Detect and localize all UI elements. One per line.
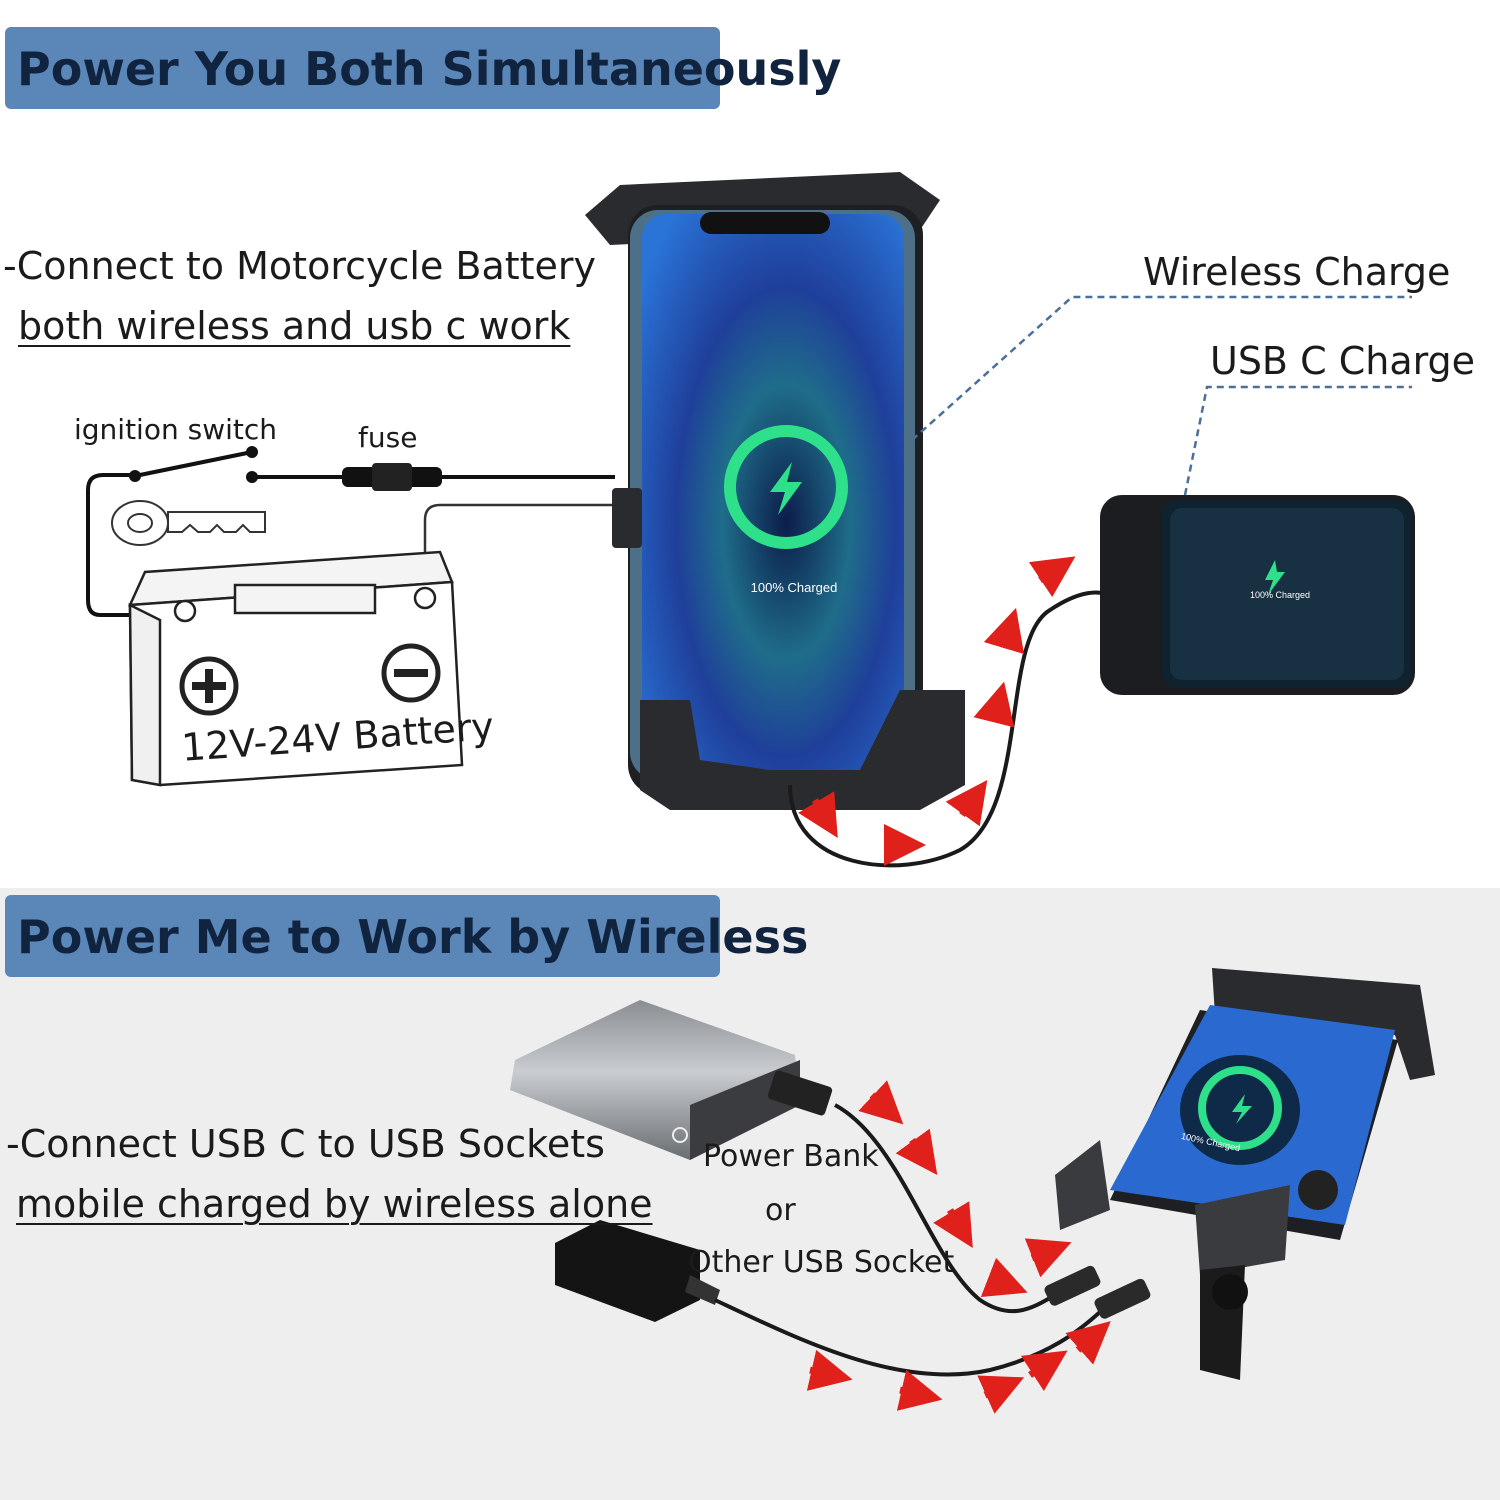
switch-contacts-icon [129, 446, 258, 483]
phone-charged-label: 100% Charged [751, 580, 838, 595]
battery-icon [127, 550, 464, 787]
flow-arrows-top [798, 556, 1076, 866]
phone-mount-bottom [1055, 968, 1435, 1380]
top-desc-line2: both wireless and usb c work [18, 304, 571, 348]
usbc-cable [788, 590, 1112, 868]
usb-adapter-icon [555, 1220, 720, 1322]
camera-charged-label: 100% Charged [1250, 590, 1310, 600]
action-camera [1100, 495, 1415, 695]
power-bank-icon [510, 1000, 833, 1160]
bottom-desc-line2: mobile charged by wireless alone [16, 1182, 653, 1226]
phone-mount-top [585, 172, 965, 810]
usbc-charge-label: USB C Charge [1210, 339, 1476, 383]
fuse-icon [342, 463, 442, 491]
bottom-banner: Power Me to Work by Wireless [5, 895, 808, 977]
usbc-plugs-icon [1044, 1265, 1151, 1319]
leader-lines [911, 295, 1412, 496]
wiring-diagram [86, 450, 615, 617]
bottom-desc-line1: -Connect USB C to USB Sockets [6, 1122, 605, 1166]
wireless-charge-label: Wireless Charge [1143, 250, 1451, 294]
flow-arrows-bottom [806, 1080, 1111, 1414]
other-usb-socket-label: Other USB Socket [688, 1245, 955, 1280]
fuse-label: fuse [358, 421, 418, 454]
top-banner: Power You Both Simultaneously [5, 27, 841, 109]
top-desc-line1: -Connect to Motorcycle Battery [3, 244, 597, 288]
power-bank-label: Power Bank [703, 1139, 879, 1174]
ignition-switch-label: ignition switch [74, 413, 277, 446]
key-icon [111, 500, 266, 546]
or-label: or [765, 1193, 796, 1228]
